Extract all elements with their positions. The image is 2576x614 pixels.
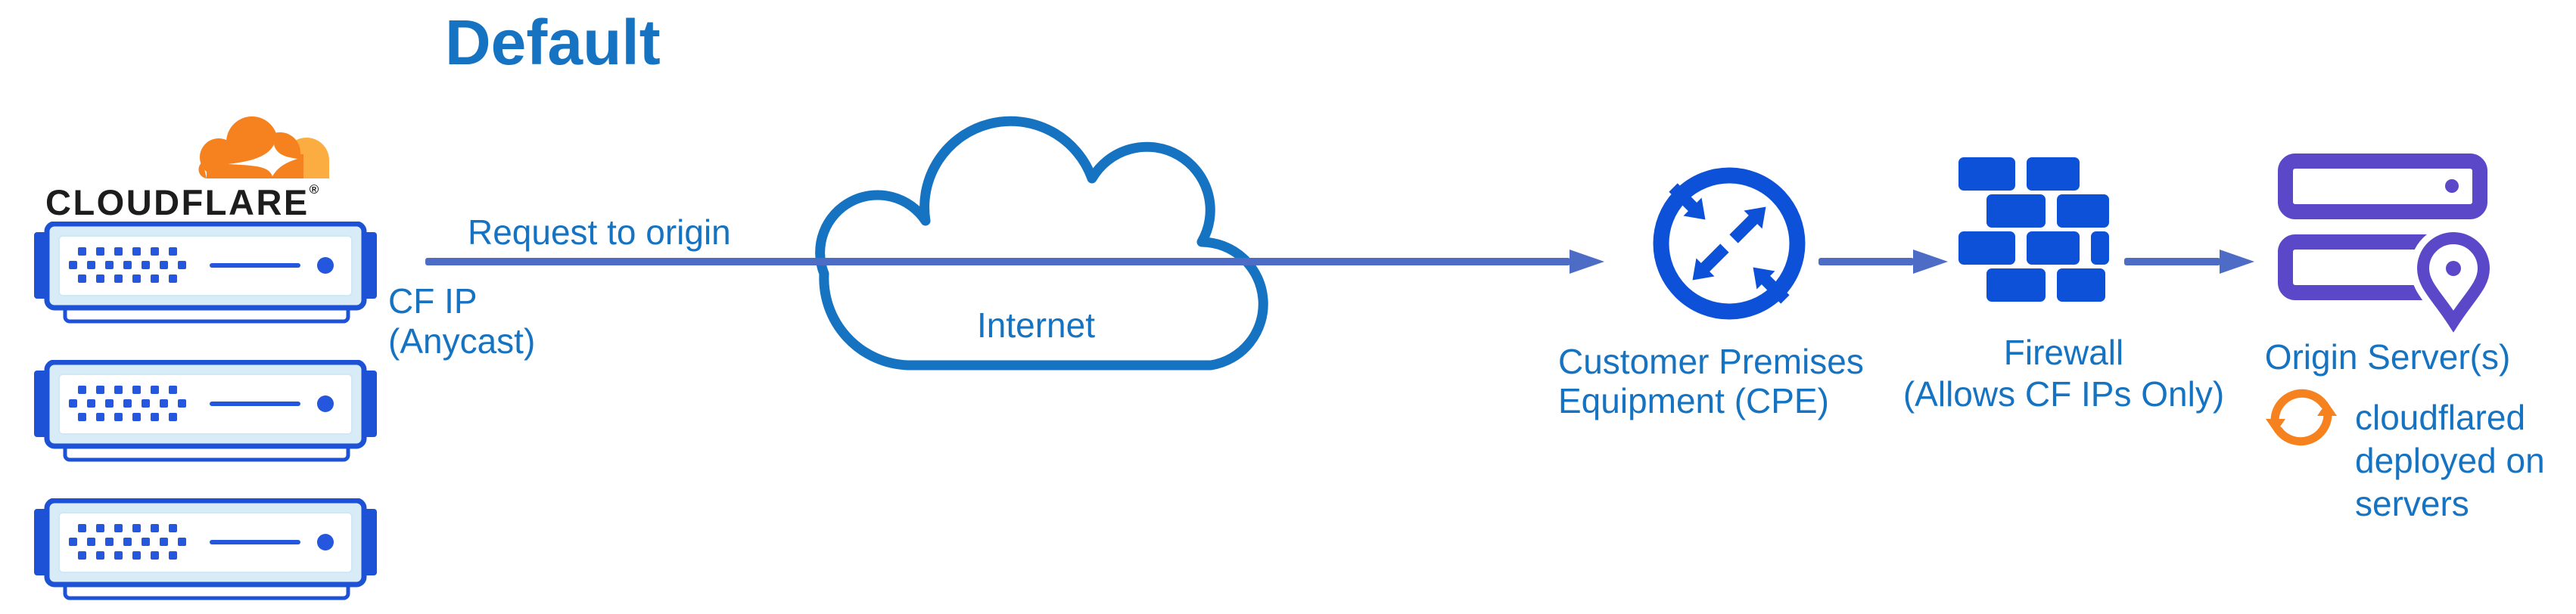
cloudflared-note-line2: deployed on <box>2355 441 2545 480</box>
edge-server-icon <box>34 360 377 466</box>
internet-label: Internet <box>977 305 1095 345</box>
sync-arrows-icon <box>2266 382 2337 453</box>
cloudflare-wordmark: CLOUDFLARE® <box>45 181 319 223</box>
cf-ip-anycast-label: CF IP (Anycast) <box>388 281 535 361</box>
cpe-label: Customer Premises Equipment (CPE) <box>1558 342 1864 420</box>
edge-server-icon <box>34 498 377 604</box>
registered-trademark: ® <box>309 182 319 197</box>
arrowhead-cf-to-cpe <box>1570 250 1604 274</box>
firewall-label-line2: (Allows CF IPs Only) <box>1902 374 2225 414</box>
arrow-firewall-to-origin <box>2124 258 2220 265</box>
cloudflare-logo-icon <box>184 110 337 180</box>
cloudflared-note: cloudflared deployed on servers <box>2355 396 2545 526</box>
cpe-label-line1: Customer Premises <box>1558 342 1864 381</box>
firewall-label-line1: Firewall <box>2003 333 2124 372</box>
arrowhead-firewall-to-origin <box>2220 250 2254 274</box>
diagram-title: Default <box>445 7 661 78</box>
arrow-cf-to-cpe <box>425 258 1570 265</box>
arrowhead-cpe-to-firewall <box>1913 250 1948 274</box>
cloudflared-note-line3: servers <box>2355 484 2469 523</box>
firewall-label: Firewall (Allows CF IPs Only) <box>1903 332 2224 415</box>
cpe-label-line2: Equipment (CPE) <box>1558 381 1829 420</box>
cf-ip-line2: (Anycast) <box>388 321 536 361</box>
arrow-cpe-to-firewall <box>1818 258 1914 265</box>
brick-wall-icon <box>1958 157 2110 302</box>
cf-ip-line1: CF IP <box>388 281 478 321</box>
request-to-origin-label: Request to origin <box>468 212 731 252</box>
router-arrows-icon <box>1652 166 1806 321</box>
origin-servers-label: Origin Server(s) <box>2264 337 2511 377</box>
origin-server-icon <box>2269 145 2496 334</box>
cloudflare-wordmark-text: CLOUDFLARE <box>45 182 310 222</box>
internet-cloud-icon <box>814 106 1279 378</box>
edge-server-icon <box>34 222 377 327</box>
cloudflared-note-line1: cloudflared <box>2355 398 2526 437</box>
